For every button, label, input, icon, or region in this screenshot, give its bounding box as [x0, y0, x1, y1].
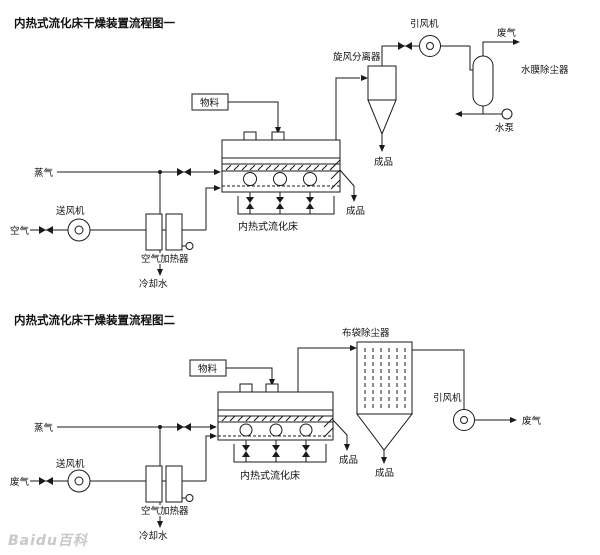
d1-blower-fan-symbol	[67, 218, 91, 242]
d1-air-heater: 空气加热器 冷却水	[139, 213, 194, 290]
d1-scrubber-label: 水膜除尘器	[521, 64, 569, 76]
d2-induced-fan: 引风机 废气	[412, 349, 542, 431]
d2-bag-filter: 布袋除尘器 成品	[342, 327, 414, 479]
d2-exhaust-label: 废气	[522, 415, 542, 427]
d2-bed-discharge: 成品	[233, 419, 358, 466]
d1-exhaust-label: 废气	[497, 27, 517, 39]
d2-air-heater: 空气加热器 冷却水	[139, 465, 194, 542]
d1-material-feed: 物料	[191, 93, 281, 134]
d2-fluidized-bed: 内热式流化床	[217, 383, 334, 482]
d2-gas-inlet-label: 废气	[10, 476, 30, 488]
d1-cyclone-separator: 旋风分离器 成品	[333, 51, 397, 168]
d1-water-pump-label: 水泵	[495, 122, 515, 134]
d1-induced-fan-label: 引风机	[410, 18, 439, 30]
d1-blower-label: 送风机	[56, 205, 85, 217]
d1-fluidized-bed: 内热式流化床	[221, 131, 341, 233]
diagram2-title: 内热式流化床干燥装置流程图二	[14, 313, 175, 327]
d2-blower-fan-symbol	[67, 469, 91, 493]
d1-water-pump-symbol	[501, 108, 513, 120]
d1-steam-label: 蒸气	[34, 167, 54, 179]
d1-bed-label: 内热式流化床	[238, 220, 298, 233]
d2-steam-line: 蒸气	[34, 422, 217, 466]
d1-cooling-water-label: 冷却水	[139, 278, 168, 290]
d1-heater-label: 空气加热器	[141, 253, 189, 265]
watermark: Baidu百科	[8, 533, 88, 549]
d1-cyclone-product-label: 成品	[374, 156, 393, 168]
d2-bed-label: 内热式流化床	[240, 469, 300, 482]
d1-air-supply: 空气 送风机	[10, 185, 221, 242]
d1-induced-fan-symbol	[419, 35, 441, 57]
d2-filter-duct	[297, 345, 357, 392]
d1-air-label: 空气	[10, 225, 30, 237]
diagram1-title: 内热式流化床干燥装置流程图一	[14, 16, 175, 30]
d2-cooling-water-label: 冷却水	[139, 530, 168, 542]
d2-material-label: 物料	[198, 363, 218, 375]
d2-blower-label: 送风机	[56, 458, 85, 470]
d2-air-supply: 废气 送风机	[10, 433, 217, 493]
d1-water-film-scrubber: 废气 水膜除尘器	[469, 27, 569, 107]
d1-induced-fan: 引风机	[381, 18, 470, 66]
d1-cyclone-label: 旋风分离器	[333, 51, 381, 63]
d1-bed-discharge: 成品	[237, 169, 365, 217]
d2-steam-label: 蒸气	[34, 422, 54, 434]
d2-induced-fan-symbol	[453, 409, 475, 431]
d1-bed-product-label: 成品	[346, 205, 365, 217]
d2-induced-fan-label: 引风机	[433, 392, 462, 404]
d2-bag-filter-label: 布袋除尘器	[342, 327, 390, 339]
d2-bed-product-label: 成品	[339, 454, 358, 466]
d2-filter-product-label: 成品	[375, 467, 394, 479]
d1-water-pump: 水泵	[455, 106, 515, 134]
d1-material-label: 物料	[200, 97, 220, 109]
d1-cyclone-duct	[335, 75, 368, 140]
d1-steam-line: 蒸气	[34, 167, 221, 214]
d2-material-feed: 物料	[189, 359, 275, 386]
d2-heater-label: 空气加热器	[141, 505, 189, 517]
